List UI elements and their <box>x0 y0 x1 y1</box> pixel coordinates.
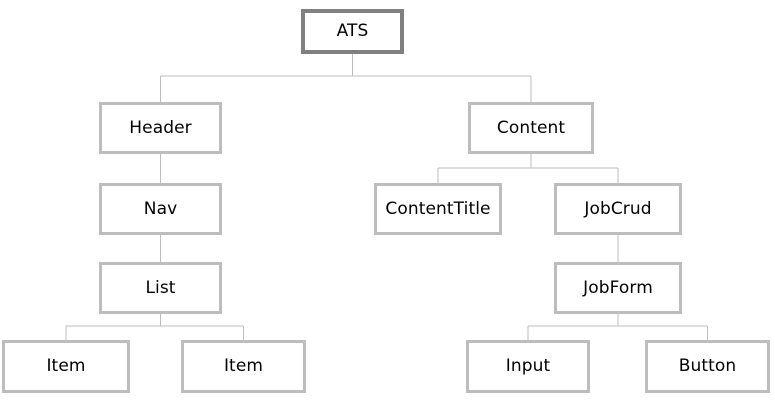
node-label-nav: Nav <box>143 198 178 219</box>
node-contenttitle[interactable]: ContentTitle <box>374 183 502 235</box>
node-button[interactable]: Button <box>645 340 770 393</box>
node-list[interactable]: List <box>99 262 222 314</box>
node-label-jobform: JobForm <box>583 277 653 298</box>
node-label-button: Button <box>678 356 737 376</box>
node-jobform[interactable]: JobForm <box>554 262 682 314</box>
node-content[interactable]: Content <box>468 102 594 154</box>
node-label-item2: Item <box>223 356 264 376</box>
node-header[interactable]: Header <box>99 102 222 154</box>
node-item2[interactable]: Item <box>181 340 306 393</box>
node-label-header: Header <box>129 117 192 138</box>
node-jobcrud[interactable]: JobCrud <box>554 183 682 235</box>
node-label-content: Content <box>496 117 566 138</box>
node-label-ats: ATS <box>336 21 369 41</box>
node-item1[interactable]: Item <box>2 340 130 393</box>
node-input[interactable]: Input <box>466 340 590 393</box>
node-label-input: Input <box>505 356 551 376</box>
node-nav[interactable]: Nav <box>99 183 222 235</box>
node-label-contenttitle: ContentTitle <box>385 198 491 219</box>
node-label-jobcrud: JobCrud <box>584 198 652 219</box>
node-label-list: List <box>145 277 176 298</box>
node-label-item1: Item <box>46 356 86 376</box>
node-ats[interactable]: ATS <box>301 9 404 54</box>
